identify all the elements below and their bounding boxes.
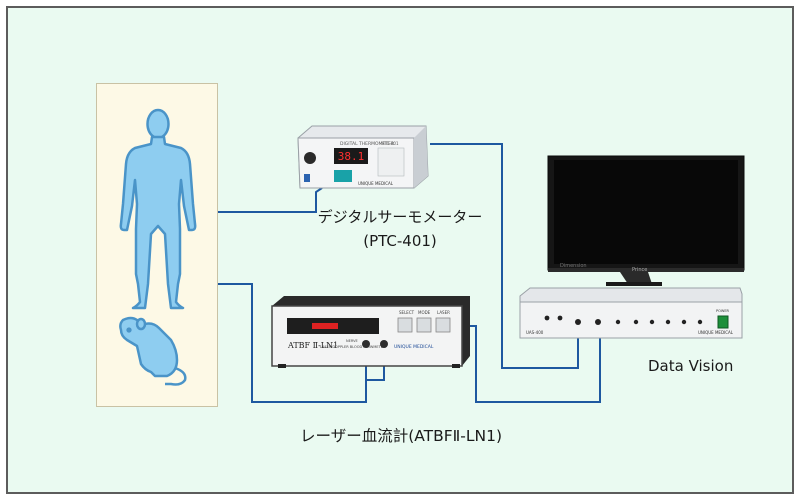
flow-side-text: NERVE: [346, 339, 358, 343]
flow-mode-button[interactable]: [416, 317, 432, 333]
flow-subtitle: LASER DOPPLER BLOOD FLOWMETER: [320, 345, 386, 349]
dv-model-plate: UAS-400: [526, 330, 544, 335]
thermometer-model: (PTC-401): [363, 232, 437, 250]
dv-input-jack-2: [595, 319, 601, 325]
thermo-brand: UNIQUE MEDICAL: [358, 181, 394, 186]
datavision-device: POWER UAS-400 UNIQUE MEDICAL: [519, 287, 743, 339]
flow-select-button[interactable]: [397, 317, 413, 333]
thermo-model-plate: PTC-401: [382, 141, 399, 146]
thermo-display-value: 38.1: [338, 150, 365, 163]
thermometer-device: 38.1 DIGITAL THERMOMETER PTC-401 UNIQUE …: [297, 125, 429, 189]
flow-brand: UNIQUE MEDICAL: [394, 344, 434, 350]
flow-probe-jack-1: [362, 340, 370, 348]
monitor-device: Dimension Prince: [547, 155, 745, 286]
flowmeter-device: SELECT MODE LASER ATBF Ⅱ-LN1 LASER DOPPL…: [271, 296, 470, 368]
datavision-label: Data Vision: [648, 357, 734, 375]
dv-brand: UNIQUE MEDICAL: [698, 330, 734, 335]
svg-text:Dimension: Dimension: [560, 263, 587, 269]
flow-laser-button[interactable]: [435, 317, 451, 333]
thermometer-label: デジタルサーモメーター (PTC-401): [300, 205, 500, 253]
flow-select-label: SELECT: [399, 310, 415, 315]
flow-nameplate: ATBF Ⅱ-LN1: [287, 341, 338, 350]
dv-power-label: POWER: [716, 309, 730, 313]
wire-flow-to-datavision: [462, 325, 601, 403]
flow-mode-label: MODE: [418, 310, 431, 315]
thermometer-name: デジタルサーモメーター: [317, 208, 483, 226]
thermo-panel-title: DIGITAL THERMOMETER: [340, 141, 394, 147]
dv-input-jack-1: [575, 319, 581, 325]
thermo-teal-panel: [334, 170, 352, 182]
thermo-probe-jack: [304, 152, 316, 164]
wire-thermo-probe: [218, 187, 323, 213]
flow-probe-jack-2: [380, 340, 388, 348]
wire-laser-probe: [218, 283, 367, 403]
wire-thermo-to-datavision: [430, 143, 579, 369]
rat-icon: [119, 316, 187, 386]
human-figure-icon: [119, 108, 197, 310]
thermo-display: [334, 148, 368, 164]
monitor-brand: Prince: [632, 267, 647, 273]
flowmeter-label: レーザー血流計(ATBFⅡ-LN1): [300, 427, 503, 445]
dv-power-button[interactable]: [717, 315, 729, 329]
flow-laser-label: LASER: [437, 310, 450, 315]
subject-panel: [96, 83, 218, 407]
